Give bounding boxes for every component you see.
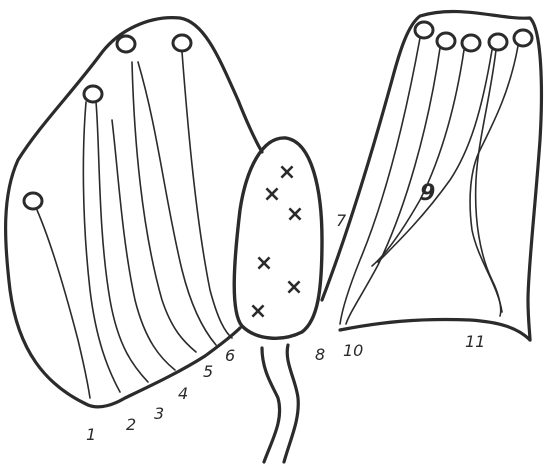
label-5: 5: [203, 362, 213, 381]
label-3: 3: [154, 404, 164, 423]
label-7: 7: [336, 211, 347, 230]
left-terminal-circle-c: [117, 36, 135, 52]
cross-mark: ×: [263, 182, 281, 207]
cross-mark: ×: [285, 275, 303, 300]
label-10: 10: [343, 341, 363, 360]
left-terminal-circle-b: [84, 86, 102, 102]
stalk-left: [262, 348, 280, 462]
right-line-1: [340, 38, 420, 324]
right-line-3: [372, 50, 464, 266]
right-line-5: [470, 46, 518, 312]
left-terminal-circle-d: [173, 35, 191, 51]
left-lobe-bottom: [88, 328, 240, 407]
right-terminal-circle-e: [514, 30, 532, 46]
left-terminal-circle-a: [24, 193, 42, 209]
left-line-3: [96, 102, 148, 382]
right-line-6: [476, 50, 501, 316]
oval-crosses: × × × × × ×: [249, 160, 304, 324]
right-terminal-circle-a: [415, 22, 433, 38]
label-6: 6: [225, 346, 235, 365]
label-8: 8: [315, 345, 325, 364]
cross-mark: ×: [286, 202, 304, 227]
cross-mark: ×: [255, 251, 273, 276]
left-line-1: [37, 210, 90, 398]
label-1: 1: [86, 425, 96, 444]
left-line-6: [138, 62, 216, 345]
left-line-4: [112, 120, 175, 370]
label-11: 11: [465, 332, 485, 351]
right-terminal-circle-c: [462, 35, 480, 51]
label-9: 9: [420, 181, 435, 206]
left-lobe-outline: [6, 18, 262, 405]
right-terminal-circle-d: [489, 34, 507, 50]
label-2: 2: [126, 415, 136, 434]
label-4: 4: [178, 384, 188, 403]
cross-mark: ×: [249, 299, 267, 324]
right-lobe-bottom: [340, 319, 530, 340]
right-terminal-circle-b: [437, 33, 455, 49]
stalk-right: [284, 345, 298, 462]
